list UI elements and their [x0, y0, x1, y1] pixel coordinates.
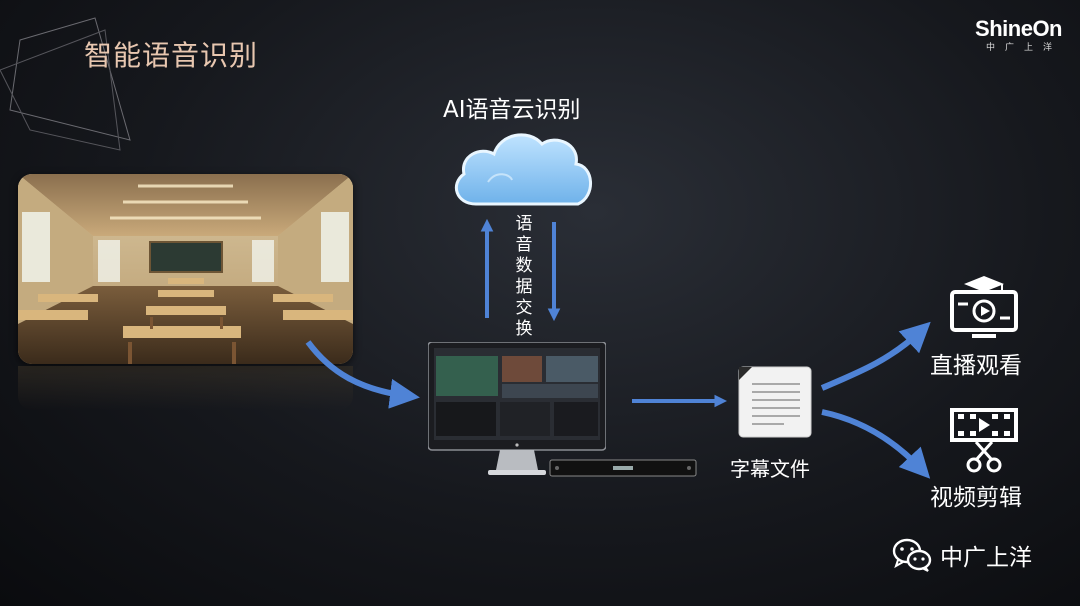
page-title: 智能语音识别: [84, 39, 259, 72]
logo-wordmark: ShineOn: [975, 16, 1062, 41]
live-lecture-icon: [950, 276, 1018, 338]
decorative-frame-lines: [0, 17, 131, 151]
monitor-icon: [428, 342, 606, 475]
video-edit-icon: [950, 408, 1018, 473]
arrow-file-to-live: [820, 321, 931, 391]
cloud-label: AI语音云识别: [443, 97, 581, 123]
subtitle-file-icon: [738, 366, 812, 438]
arrow-file-to-edit: [821, 409, 931, 479]
logo-subtitle: 中广上洋: [985, 43, 1062, 53]
subtitle-file-label: 字幕文件: [730, 457, 810, 481]
video-edit-label: 视频剪辑: [930, 485, 1022, 511]
wechat-footer: 中广上洋: [892, 538, 1032, 572]
data-exchange-label: 语音数据交换: [515, 214, 533, 339]
arrow-classroom-to-monitor: [305, 340, 420, 409]
classroom-reflection: [18, 366, 353, 410]
shineon-logo: ShineOn 中广上洋: [975, 16, 1062, 53]
encoder-device-icon: [549, 459, 697, 477]
live-viewing-label: 直播观看: [930, 353, 1022, 379]
cloud-icon: [454, 133, 592, 206]
wechat-account-label: 中广上洋: [940, 545, 1032, 571]
wechat-icon: [892, 538, 932, 572]
classroom-image: [18, 174, 353, 364]
